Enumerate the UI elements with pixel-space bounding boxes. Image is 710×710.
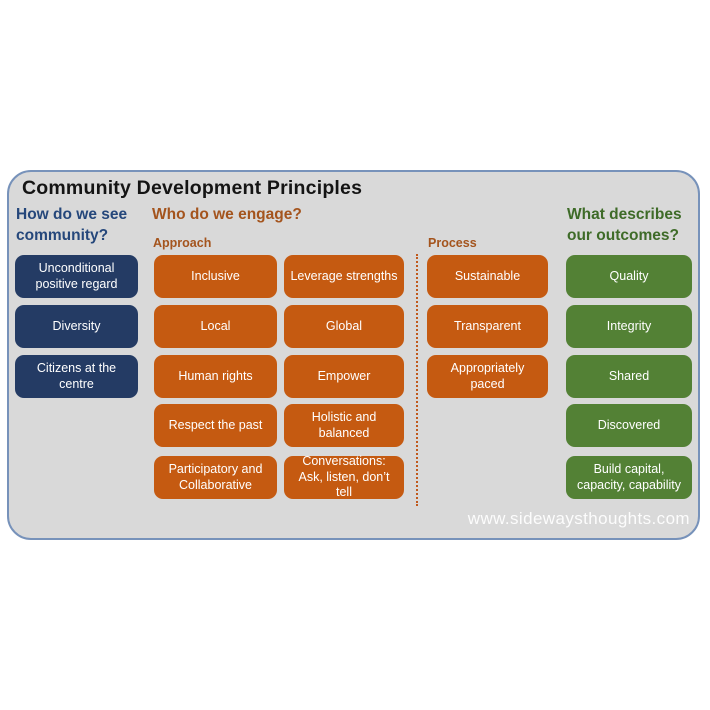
principle-box-shared: Shared	[566, 355, 692, 398]
dotted-divider	[416, 254, 418, 506]
principle-box-sustainable: Sustainable	[427, 255, 548, 298]
heading-outcomes: What describes our outcomes?	[567, 206, 682, 244]
principle-box-quality: Quality	[566, 255, 692, 298]
principle-box-diversity: Diversity	[15, 305, 138, 348]
heading-engage: Who do we engage?	[152, 206, 302, 223]
watermark-url: www.sidewaysthoughts.com	[467, 509, 690, 528]
principle-box-inclusive: Inclusive	[154, 255, 277, 298]
principle-box-build-capital: Build capital, capacity, capability	[566, 456, 692, 499]
principle-box-human-rights: Human rights	[154, 355, 277, 398]
principle-box-unconditional-positive-regard: Unconditional positive regard	[15, 255, 138, 298]
principle-box-respect-the-past: Respect the past	[154, 404, 277, 447]
label-approach: Approach	[153, 236, 212, 250]
principle-box-global: Global	[284, 305, 404, 348]
principle-box-leverage-strengths: Leverage strengths	[284, 255, 404, 298]
principle-box-citizens-at-the-centre: Citizens at the centre	[15, 355, 138, 398]
principle-box-integrity: Integrity	[566, 305, 692, 348]
principle-box-local: Local	[154, 305, 277, 348]
principle-box-holistic-and-balanced: Holistic and balanced	[284, 404, 404, 447]
principle-box-participatory-collaborative: Participatory and Collaborative	[154, 456, 277, 499]
principle-box-discovered: Discovered	[566, 404, 692, 447]
principle-box-appropriately-paced: Appropriately paced	[427, 355, 548, 398]
page-title: Community Development Principles	[22, 177, 363, 199]
principle-box-transparent: Transparent	[427, 305, 548, 348]
heading-community: How do we see community?	[16, 206, 128, 244]
principle-box-conversations: Conversations: Ask, listen, don’t tell	[284, 454, 404, 499]
principle-box-empower: Empower	[284, 355, 404, 398]
label-process: Process	[428, 236, 477, 250]
